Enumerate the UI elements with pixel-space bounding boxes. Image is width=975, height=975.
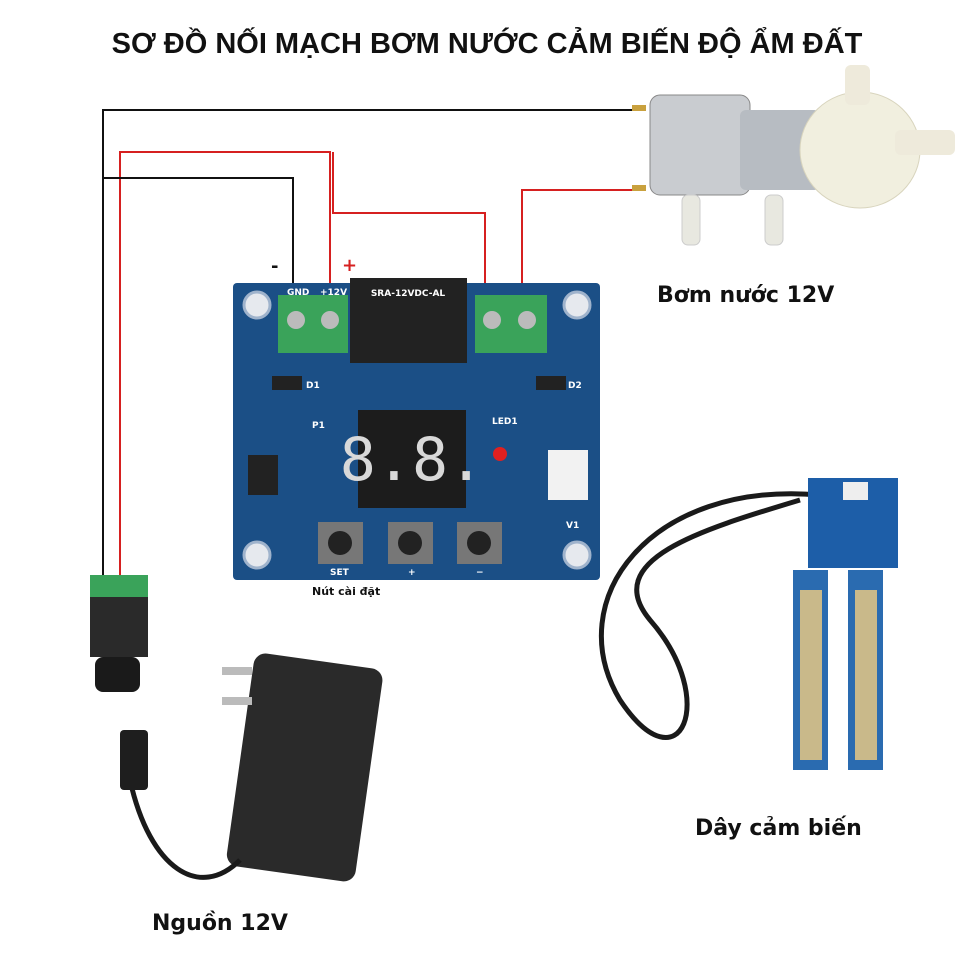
svg-text:D1: D1 xyxy=(306,381,320,391)
sensor-label: Dây cảm biến xyxy=(695,816,862,841)
svg-text:+12V: +12V xyxy=(320,288,347,298)
seven-segment-display xyxy=(358,410,466,508)
wire-red-power xyxy=(119,151,331,580)
pump-label: Bơm nước 12V xyxy=(657,283,834,308)
soil-moisture-sensor xyxy=(599,478,898,770)
buttons-label: Nút cài đặt xyxy=(312,585,380,598)
plus-sign: + xyxy=(342,255,357,276)
minus-sign: - xyxy=(271,256,278,277)
wire-black-pump xyxy=(102,109,640,580)
controller-board: SRA-12VDC-AL GND +12V D1 D2 P1 8.8. LED1… xyxy=(233,278,600,580)
svg-text:SRA-12VDC-AL: SRA-12VDC-AL xyxy=(371,289,446,299)
svg-text:D2: D2 xyxy=(568,381,582,391)
svg-text:LED1: LED1 xyxy=(492,417,518,427)
water-pump xyxy=(632,65,955,246)
svg-text:−: − xyxy=(476,568,484,578)
led-icon xyxy=(493,447,507,461)
svg-text:P1: P1 xyxy=(312,421,325,431)
svg-text:GND: GND xyxy=(287,288,309,298)
minus-button[interactable] xyxy=(457,522,502,564)
wire-black-gnd xyxy=(103,177,294,288)
dc-jack xyxy=(90,575,148,692)
wire-red-pump xyxy=(521,189,640,288)
diagram-title: SƠ ĐỒ NỐI MẠCH BƠM NƯỚC CẢM BIẾN ĐỘ ẨM Đ… xyxy=(112,26,863,60)
power-label: Nguồn 12V xyxy=(152,911,288,936)
svg-text:+: + xyxy=(408,568,416,578)
wires xyxy=(102,109,640,580)
svg-text:SET: SET xyxy=(330,568,350,578)
svg-text:8.8.: 8.8. xyxy=(340,425,485,495)
svg-text:V1: V1 xyxy=(566,521,579,531)
set-button[interactable] xyxy=(318,522,363,564)
plus-button[interactable] xyxy=(388,522,433,564)
relay xyxy=(350,278,467,363)
wire-red-relay-in xyxy=(332,152,486,288)
power-adapter xyxy=(120,653,383,882)
